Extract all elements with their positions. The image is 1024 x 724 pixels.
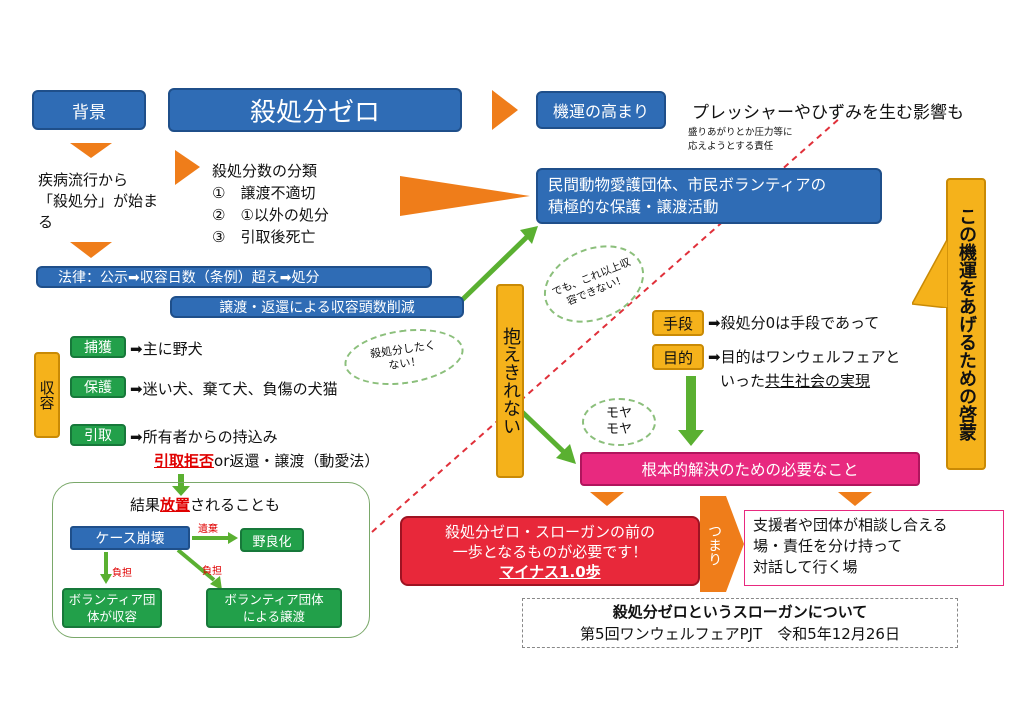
volunteer-transfer-box: ボランティア団体 による譲渡 — [206, 588, 342, 628]
protect-text: ➡迷い犬、棄て犬、負傷の犬猫 — [130, 380, 338, 398]
neglect-red: 放置 — [160, 496, 191, 514]
civil-activity-box: 民間動物愛護団体、市民ボランティアの 積極的な保護・譲渡活動 — [536, 168, 882, 224]
take-label: 引取 — [70, 424, 126, 446]
arrow-breakdown-transfer — [210, 576, 222, 590]
classification-item: ① 譲渡不適切 — [212, 184, 316, 202]
consequence-title: 結果放置されることも — [130, 496, 281, 514]
slogan-box: 殺処分ゼロ・スローガンの前の 一歩となるものが必要です！ マイナス1.0歩 — [400, 516, 700, 586]
feral-box: 野良化 — [240, 528, 304, 552]
capture-text: ➡主に野犬 — [130, 340, 203, 358]
refusal-red: 引取拒否 — [154, 452, 215, 470]
purpose-text-2: いった共生社会の実現 — [720, 372, 871, 390]
main-title: 殺処分ゼロ — [168, 88, 462, 132]
root-solution-box: 根本的解決のための必要なこと — [580, 452, 920, 486]
arrow-down-law — [70, 242, 112, 258]
arrow-to-momentum — [492, 90, 518, 130]
means-text: ➡殺処分0は手段であって — [708, 314, 880, 332]
wedge-arrow-to-civil — [400, 176, 530, 216]
burden-label-2: 負担 — [202, 566, 222, 577]
purpose-label: 目的 — [652, 344, 704, 370]
overflow-label: 抱えきれない — [496, 284, 524, 478]
momentum-box: 機運の高まり — [536, 91, 666, 129]
footer-box: 殺処分ゼロというスローガンについて 第5回ワンウェルフェアPJT 令和5年12月… — [522, 598, 958, 648]
case-breakdown-box: ケース崩壊 — [70, 526, 190, 550]
purpose-text-1: ➡目的はワンウェルフェアと — [708, 348, 901, 366]
protect-label: 保護 — [70, 376, 126, 398]
volunteer-shelter-box: ボランティア団 体が収容 — [62, 588, 162, 628]
green-arrow-down — [516, 406, 570, 458]
cloud-moya: モヤ モヤ — [582, 398, 656, 446]
take-text: ➡所有者からの持込み — [130, 428, 278, 446]
slogan-text: 殺処分ゼロ・スローガンの前の 一歩となるものが必要です！ — [444, 523, 655, 561]
consequence-box — [52, 482, 370, 638]
background-header: 背景 — [32, 90, 146, 130]
pressure-note: 盛りあがりとか圧力等に 応えようとする責任 — [688, 127, 793, 152]
arrow-down-background — [70, 143, 112, 158]
green-arrow-purpose-root — [678, 430, 704, 446]
arrow-breakdown-feral — [228, 532, 238, 544]
footer-subtitle: 第5回ワンウェルフェアPJT 令和5年12月26日 — [580, 625, 900, 643]
vertical-banner: この機運をあげるための啓蒙 — [946, 178, 986, 470]
transfer-reduction-box: 譲渡・返還による収容頭数削減 — [170, 296, 464, 318]
shelter-label: 収容 — [34, 352, 60, 438]
refusal-text: 引取拒否or返還・譲渡（動愛法） — [154, 452, 380, 470]
support-box: 支援者や団体が相談し合える 場・責任を分け持って 対話して行く場 — [744, 510, 1004, 586]
arrow-breakdown-shelter — [100, 574, 112, 584]
tsumari-arrow — [700, 496, 744, 592]
pressure-text: プレッシャーやひずみを生む影響も — [692, 103, 964, 123]
minus-step: マイナス1.0歩 — [499, 563, 601, 581]
arrow-root-left — [590, 492, 624, 506]
law-box: 法律：公示➡収容日数（条例）超え➡処分 — [36, 266, 432, 288]
arrow-root-right — [838, 492, 872, 506]
outbreak-text: 疾病流行から 「殺処分」が始ま る — [38, 171, 159, 231]
means-label: 手段 — [652, 310, 704, 336]
arrow-refusal-down — [172, 486, 190, 496]
capture-label: 捕獲 — [70, 336, 126, 358]
symbiosis-underline: 共生社会の実現 — [765, 372, 871, 390]
abandon-label: 遺棄 — [198, 524, 218, 535]
footer-title: 殺処分ゼロというスローガンについて — [612, 603, 868, 621]
burden-label-1: 負担 — [112, 568, 132, 579]
tsumari-label: つまり — [706, 524, 722, 566]
classification-title: 殺処分数の分類 — [212, 162, 318, 180]
classification: 殺処分数の分類 ① 譲渡不適切 ② ①以外の処分 ③ 引取後死亡 — [212, 160, 329, 248]
banner-pointer — [912, 238, 948, 308]
green-arrow-up — [460, 230, 534, 302]
classification-item: ② ①以外の処分 — [212, 206, 329, 224]
classification-item: ③ 引取後死亡 — [212, 228, 316, 246]
arrow-to-classification — [175, 150, 200, 185]
